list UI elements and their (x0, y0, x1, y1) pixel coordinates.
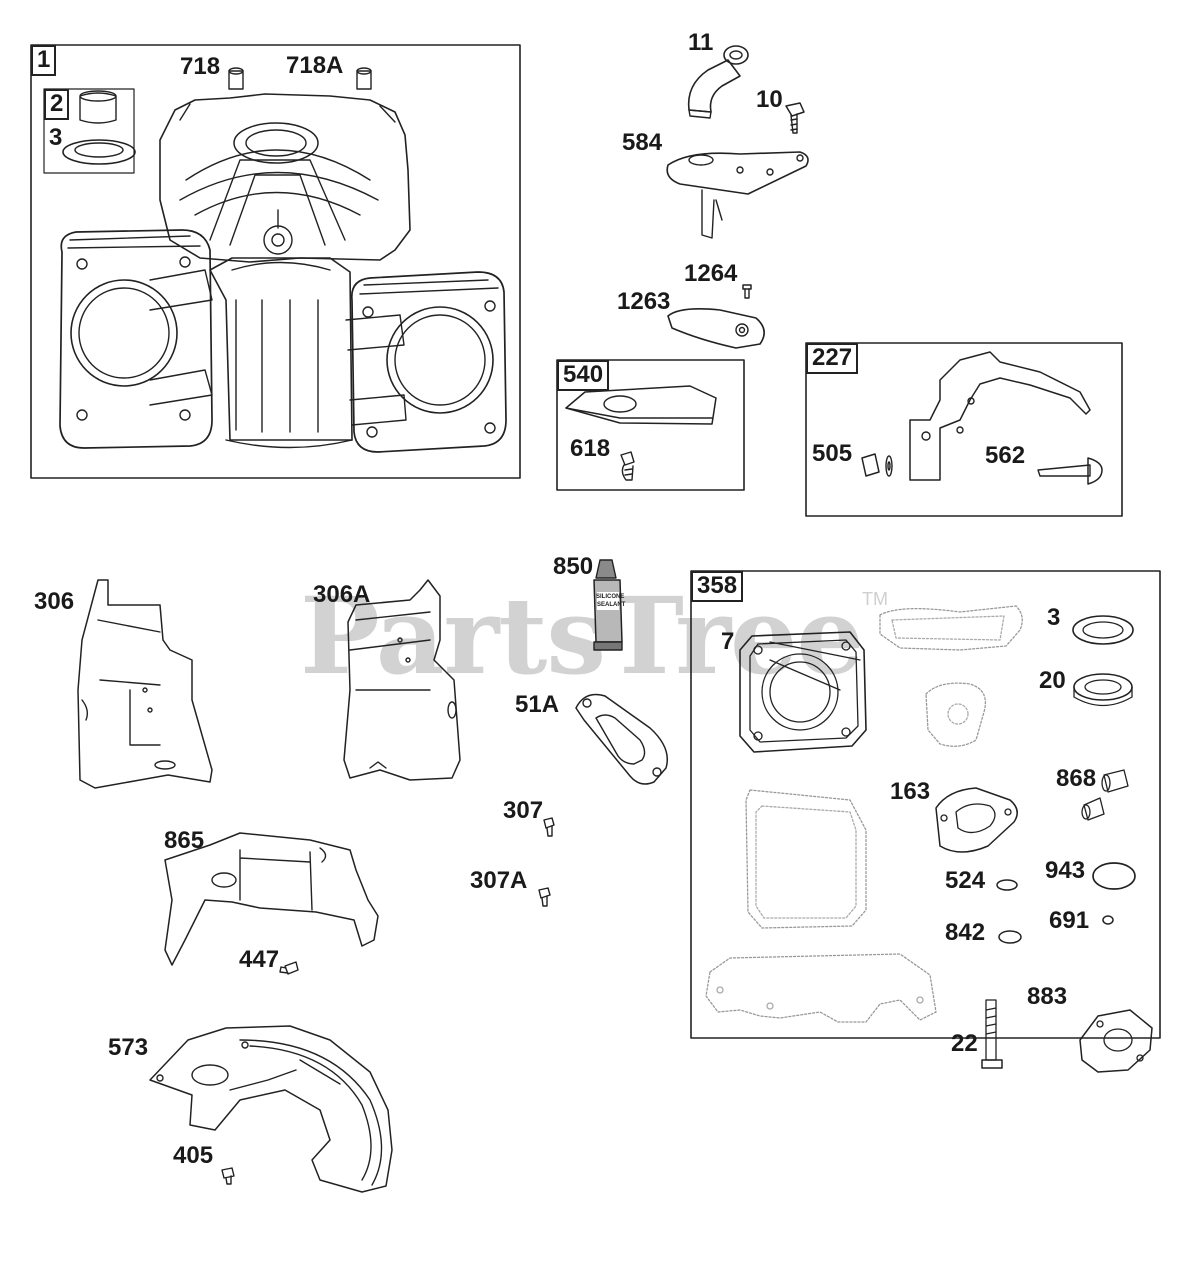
group-frame-227 (806, 343, 1122, 516)
part-label-3[interactable]: 3 (49, 124, 63, 151)
group-label-1[interactable]: 1 (31, 45, 57, 76)
bushing-part-2 (44, 89, 134, 173)
screw-part-405 (222, 1168, 234, 1184)
part-label-447[interactable]: 447 (239, 946, 280, 973)
screw-part-447 (280, 962, 298, 974)
part-label-7[interactable]: 7 (721, 628, 735, 655)
part-label-163[interactable]: 163 (890, 778, 931, 805)
gasket-part-51a (576, 695, 667, 785)
part-label-865[interactable]: 865 (164, 827, 205, 854)
part-label-618[interactable]: 618 (570, 435, 611, 462)
part-label-584[interactable]: 584 (622, 129, 663, 156)
gasket-kit-358 (706, 606, 1152, 1072)
part-label-524[interactable]: 524 (945, 867, 986, 894)
part-label-718[interactable]: 718 (180, 53, 221, 80)
screw-part-1264 (743, 285, 751, 298)
sealant-tube-part-850 (594, 560, 622, 650)
part-label-307[interactable]: 307 (503, 797, 544, 824)
part-label-20[interactable]: 20 (1039, 667, 1066, 694)
part-label-405[interactable]: 405 (173, 1142, 214, 1169)
baffle-part-540 (566, 386, 716, 424)
elbow-part-11 (689, 46, 748, 118)
part-label-842[interactable]: 842 (945, 919, 986, 946)
plate-part-1263 (668, 309, 764, 348)
tube-text-line-1: SILICONE (596, 594, 625, 600)
shroud-part-573 (150, 1026, 392, 1192)
bracket-part-584 (667, 152, 808, 238)
part-label-51a[interactable]: 51A (515, 691, 560, 718)
group-label-358[interactable]: 358 (691, 571, 744, 602)
part-label-1264[interactable]: 1264 (684, 260, 738, 287)
part-label-943[interactable]: 943 (1045, 857, 1086, 884)
group-frame-540 (557, 360, 744, 490)
part-label-306a[interactable]: 306A (313, 581, 371, 608)
part-label-850[interactable]: 850 (553, 553, 594, 580)
part-label-307a[interactable]: 307A (470, 867, 528, 894)
part-label-10[interactable]: 10 (756, 86, 783, 113)
part-label-883[interactable]: 883 (1027, 983, 1068, 1010)
screw-part-307 (544, 818, 554, 836)
part-label-505[interactable]: 505 (812, 440, 853, 467)
shroud-part-306 (78, 580, 212, 788)
lever-part-227 (910, 352, 1090, 480)
part-label-22[interactable]: 22 (951, 1030, 978, 1057)
part-label-691[interactable]: 691 (1049, 907, 1090, 934)
part-label-868[interactable]: 868 (1056, 765, 1097, 792)
watermark-trademark: TM (862, 589, 888, 609)
group-label-227[interactable]: 227 (806, 343, 859, 374)
baffle-part-865 (165, 833, 378, 965)
screw-part-618 (621, 452, 634, 480)
bolt-part-10 (786, 103, 804, 133)
shroud-part-306a (344, 580, 460, 780)
group-label-540[interactable]: 540 (557, 360, 610, 391)
part-label-1263[interactable]: 1263 (617, 288, 671, 315)
pin-part-562 (1038, 458, 1102, 484)
part-label-573[interactable]: 573 (108, 1034, 149, 1061)
screw-part-307a (539, 888, 550, 906)
tube-text-line-2: SEALANT (597, 602, 626, 608)
group-frame-1 (31, 45, 520, 478)
part-label-11[interactable]: 11 (688, 29, 714, 56)
part-label-718a[interactable]: 718A (286, 52, 344, 79)
part-label-3-kit[interactable]: 3 (1047, 604, 1061, 631)
part-label-306[interactable]: 306 (34, 588, 75, 615)
nut-part-505 (862, 454, 892, 476)
group-frame-358 (691, 571, 1160, 1038)
part-label-2[interactable]: 2 (44, 89, 70, 120)
part-label-562[interactable]: 562 (985, 442, 1026, 469)
engine-block-drawing (44, 68, 506, 452)
